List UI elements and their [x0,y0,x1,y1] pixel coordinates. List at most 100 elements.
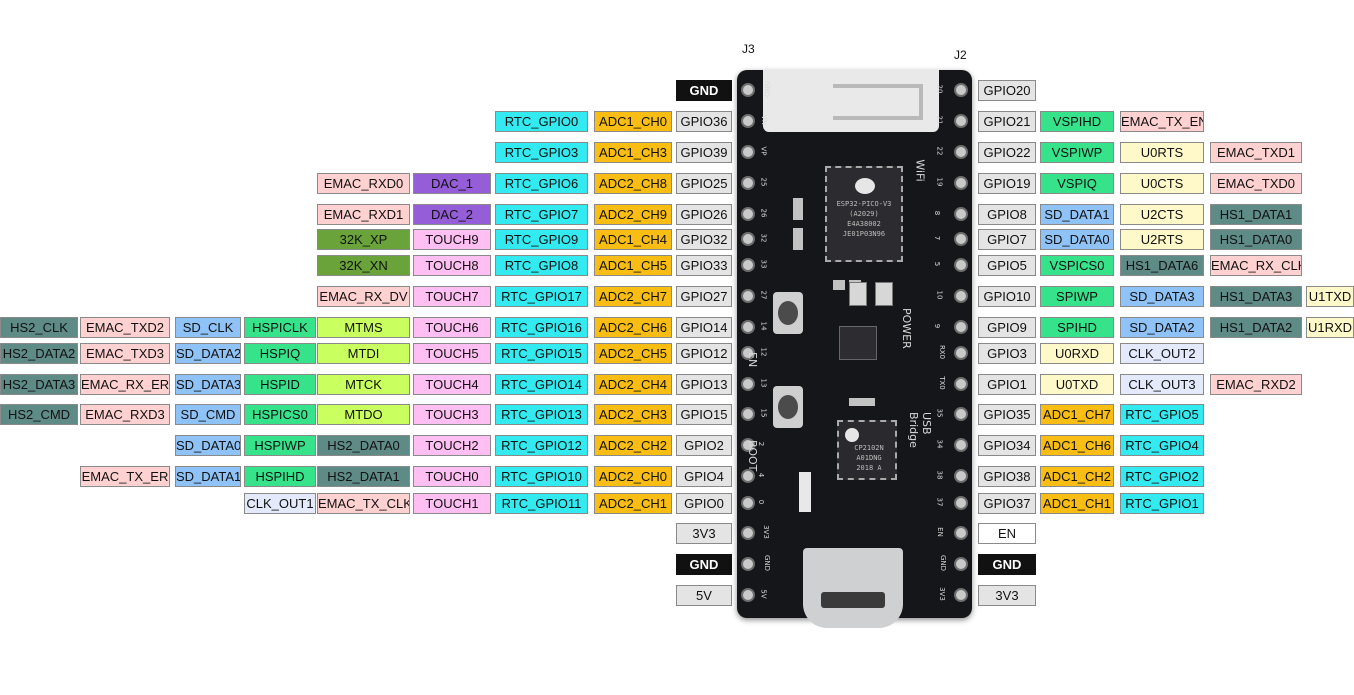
left-pin-label: 32K_XN [317,255,410,276]
left-header-pin [741,114,755,128]
left-pin-label: TOUCH3 [413,404,491,425]
left-pin-label: SD_DATA0 [175,435,241,456]
right-pin-number: 21 [935,115,944,125]
left-pin-label: EMAC_RX_ER [80,374,170,395]
left-pin-label: MTCK [317,374,410,395]
micro-usb-connector[interactable] [803,548,903,628]
right-pin-label: GPIO21 [978,111,1036,132]
left-pin-number: 0 [757,499,766,505]
right-pin-label: SPIHD [1040,317,1114,338]
bridge-text-line: 2018 A [856,464,882,472]
led [799,472,811,512]
left-pin-label: RTC_GPIO11 [495,493,588,514]
usb-slot [821,592,885,608]
left-pin-label: CLK_OUT1 [244,493,316,514]
left-pin-number: GND [763,554,772,572]
left-header-pin [741,83,755,97]
left-pin-label: GPIO25 [676,173,732,194]
left-pin-number: 15 [759,408,768,418]
j2-connector-label: J2 [954,48,967,62]
left-pin-label: MTDO [317,404,410,425]
left-pin-number: 32 [759,233,768,243]
left-pin-label: GPIO0 [676,493,732,514]
left-pin-label: TOUCH5 [413,343,491,364]
left-pin-label: ADC2_CH2 [594,435,672,456]
right-pin-label: HS1_DATA2 [1210,317,1302,338]
left-pin-number: 12 [759,347,768,357]
right-header-pin [954,469,968,483]
right-pin-label: CLK_OUT2 [1120,343,1204,364]
right-pin-number: GND [939,554,948,572]
right-header-pin [954,145,968,159]
left-pin-label: ADC1_CH4 [594,229,672,250]
right-header-pin [954,588,968,602]
left-pin-label: MTDI [317,343,410,364]
right-pin-number: EN [935,527,944,537]
right-pin-label: EMAC_TX_EN [1120,111,1204,132]
left-pin-label: ADC1_CH0 [594,111,672,132]
left-header-pin [741,289,755,303]
left-pin-label: GPIO15 [676,404,732,425]
smd-component [833,280,845,290]
right-header-pin [954,377,968,391]
right-pin-label: GPIO34 [978,435,1036,456]
right-pin-label: SD_DATA1 [1040,204,1114,225]
right-pin-label: VSPIWP [1040,142,1114,163]
smd-component [849,398,875,406]
left-pin-label: RTC_GPIO7 [495,204,588,225]
right-header-pin [954,557,968,571]
antenna-trace [833,84,923,120]
right-header-pin [954,496,968,510]
right-pin-number: 19 [935,177,944,187]
left-pin-label: HSPID [244,374,316,395]
left-pin-label: SD_DATA1 [175,466,241,487]
left-pin-label: ADC2_CH9 [594,204,672,225]
left-pin-label: DAC_1 [413,173,491,194]
right-pin-label: ADC1_CH1 [1040,493,1114,514]
left-pin-label: DAC_2 [413,204,491,225]
left-header-pin [741,496,755,510]
left-pin-label: EMAC_RX_DV [317,286,410,307]
left-header-pin [741,232,755,246]
left-pin-label: GPIO36 [676,111,732,132]
right-pin-label: CLK_OUT3 [1120,374,1204,395]
right-pin-number: RX0 [938,344,947,360]
right-pin-label: EMAC_RXD2 [1210,374,1302,395]
module-text-line: (A2029) [849,210,879,218]
left-pin-label: 3V3 [676,523,732,544]
left-pin-label: EMAC_RXD1 [317,204,410,225]
left-pin-label: ADC2_CH4 [594,374,672,395]
left-pin-number: 26 [759,208,768,218]
right-pin-label: GND [978,554,1036,575]
left-pin-label: RTC_GPIO14 [495,374,588,395]
left-pin-label: HSPICLK [244,317,316,338]
module-text-line: JE01P03N96 [842,230,886,238]
right-pin-number: 9 [933,323,942,329]
right-header-pin [954,207,968,221]
left-pin-label: SD_CLK [175,317,241,338]
right-pin-label: HS1_DATA6 [1120,255,1204,276]
boot-button[interactable] [773,386,803,428]
right-pin-label: HS1_DATA3 [1210,286,1302,307]
left-pin-label: TOUCH7 [413,286,491,307]
left-pin-label: HS2_DATA0 [317,435,410,456]
left-pin-label: HS2_CMD [0,404,78,425]
left-pin-label: RTC_GPIO16 [495,317,588,338]
en-button[interactable] [773,292,803,334]
left-pin-label: HSPIWP [244,435,316,456]
left-pin-label: GPIO12 [676,343,732,364]
right-pin-number: 7 [933,235,942,241]
antenna-area [763,70,939,132]
left-pin-label: HSPICS0 [244,404,316,425]
regulator-chip [839,326,877,360]
j3-connector-label: J3 [742,42,755,56]
right-pin-number: 10 [935,290,944,300]
right-pin-label: U0TXD [1040,374,1114,395]
right-pin-label: GPIO38 [978,466,1036,487]
usb-bridge-chip: CP2102N A01DNG 2018 A [837,420,897,480]
left-pin-label: 32K_XP [317,229,410,250]
smd-component [793,198,803,220]
right-pin-label: RTC_GPIO5 [1120,404,1204,425]
